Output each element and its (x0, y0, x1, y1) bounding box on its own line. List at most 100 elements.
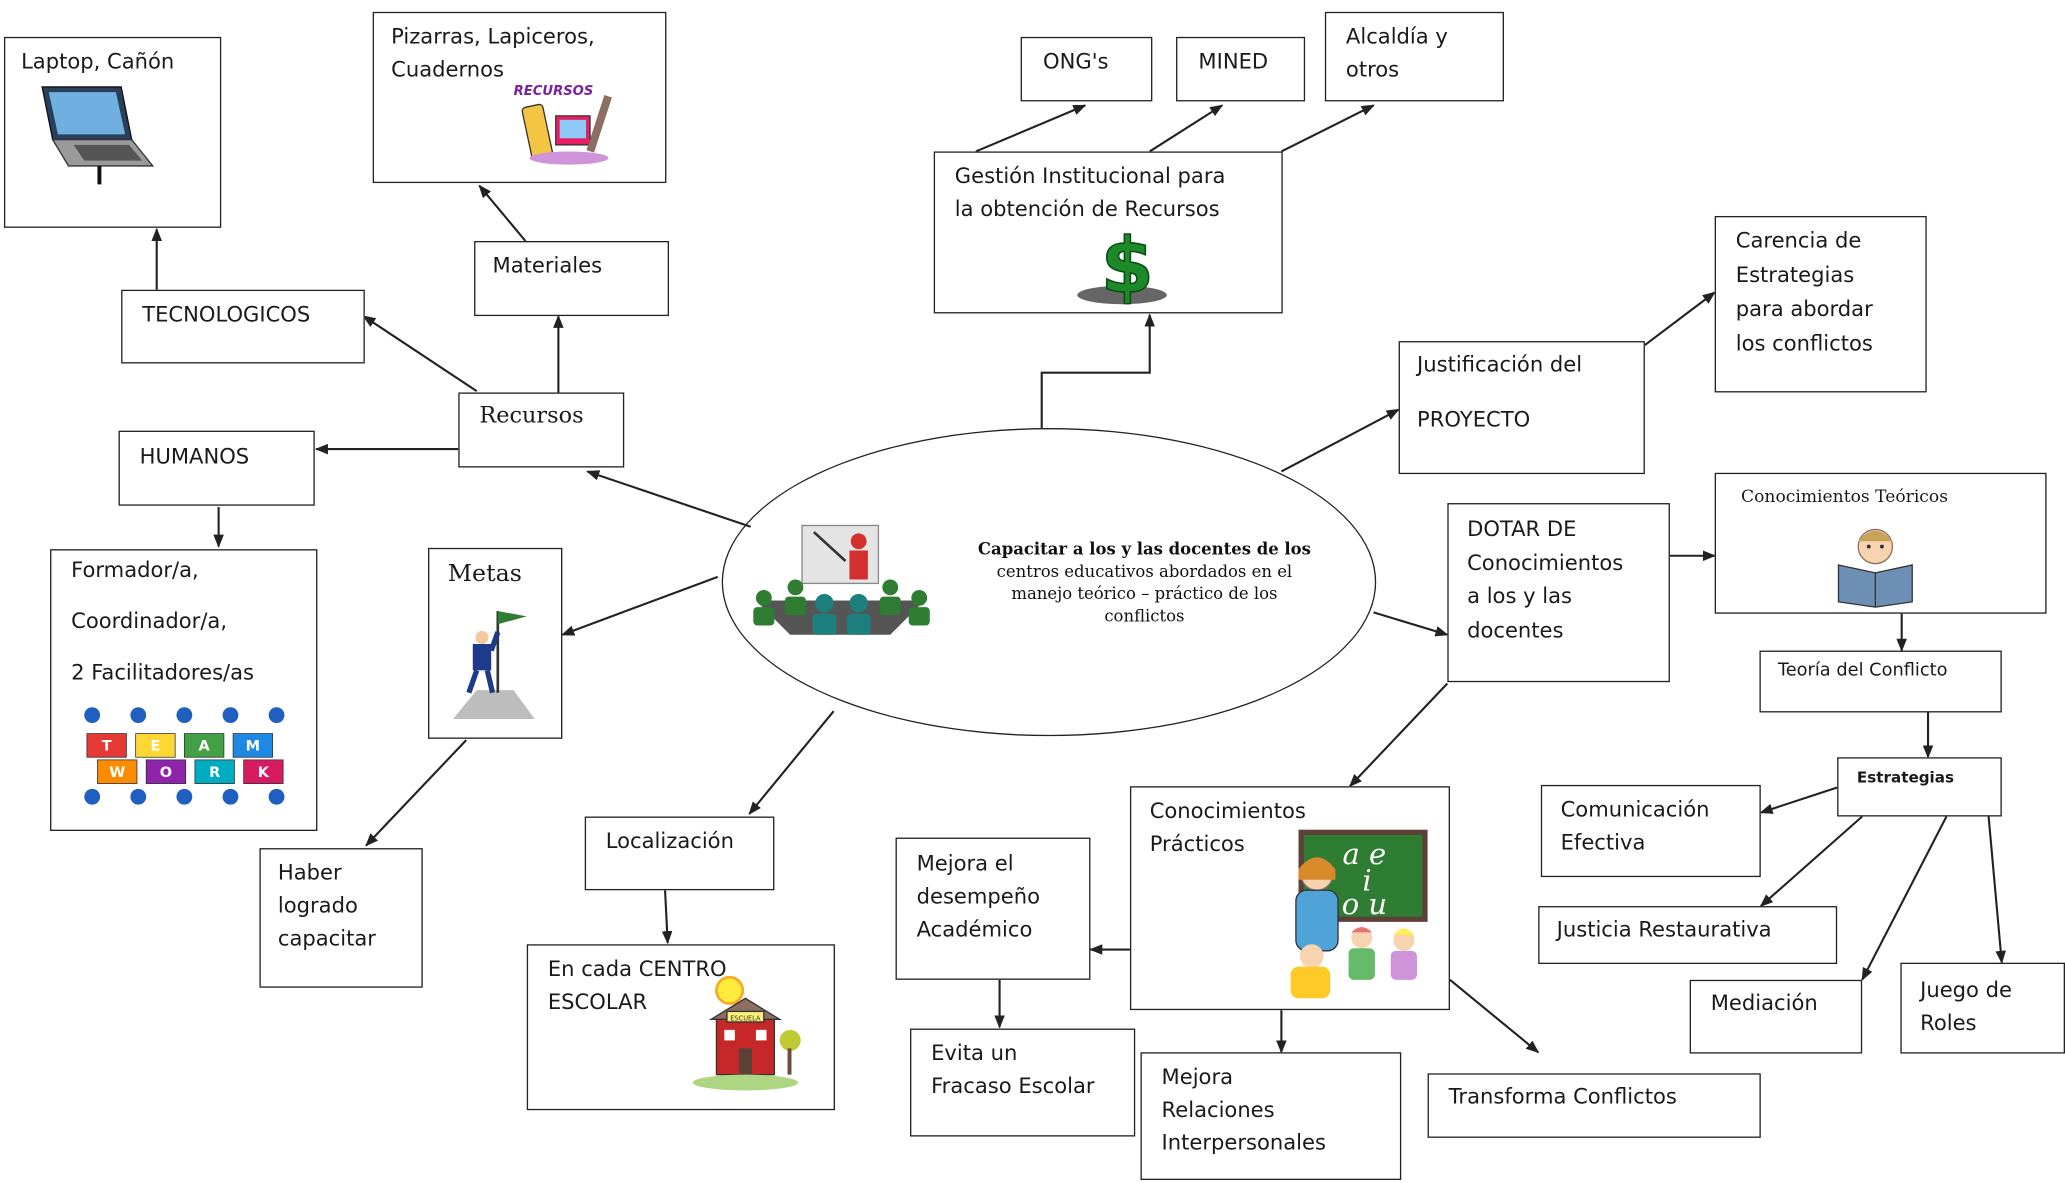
node-juego-label: Juego de Roles (1920, 977, 2012, 1036)
node-mined-label: MINED (1198, 48, 1269, 74)
node-gestion-label: Gestión Institucional para la obtención … (954, 163, 1226, 222)
arrow-gestion-ongs (975, 104, 1087, 153)
puzzle-piece (232, 733, 274, 758)
node-centro-label: En cada CENTRO ESCOLAR (547, 956, 727, 1015)
arrow-gestion-alcaldia (1280, 104, 1375, 153)
node-dotar-label: DOTAR DE Conocimientos a los y las docen… (1467, 516, 1624, 643)
node-tecnologicos (121, 289, 365, 364)
puzzle-letter: K (258, 765, 270, 781)
arrow-center-localizacion (748, 710, 835, 815)
arrow-localizacion-centro (661, 890, 673, 945)
node-humanos (118, 430, 315, 506)
puzzle-piece (243, 759, 284, 784)
puzzle-letter: T (102, 739, 112, 755)
node-juego (1900, 962, 2065, 1054)
person-figure-head (130, 788, 147, 805)
node-teoricos-label: Conocimientos Teóricos (1741, 487, 1948, 508)
node-formador-label: Formador/a, Coordinador/a, 2 Facilitador… (71, 557, 255, 685)
node-tecnologicos-label: TECNOLOGICOS (142, 301, 311, 327)
arrow-metas-haber (365, 739, 467, 847)
person-figure-head (176, 788, 193, 805)
central-title: Capacitar a los y las docentes de los (977, 538, 1311, 559)
arrow-estrategias-comunicacion (1759, 786, 1838, 814)
node-pizarras-label: Pizarras, Lapiceros, Cuadernos (391, 23, 595, 82)
school-sign-text: ESCUELA (730, 1015, 761, 1023)
node-alcaldia (1324, 11, 1504, 102)
node-mejora-relaciones (1140, 1052, 1402, 1180)
node-justificacion (1398, 341, 1645, 475)
person-figure-head (222, 707, 239, 724)
goal-climber-icon (453, 611, 535, 720)
node-transforma-label: Transforma Conflictos (1448, 1083, 1677, 1109)
arrow-center-gestion (1040, 313, 1155, 429)
node-transforma (1427, 1073, 1761, 1138)
arrow-estrategias-mediacion (1861, 816, 1948, 981)
node-comunicacion (1540, 784, 1761, 878)
node-ongs (1020, 36, 1153, 102)
node-recursos-label: Recursos (479, 402, 584, 430)
puzzle-letter: R (209, 765, 220, 781)
arrow-materiales-pizarras (478, 184, 527, 242)
node-ongs-label: ONG's (1043, 48, 1109, 74)
node-carencia (1714, 215, 1927, 393)
node-estrategias-label: Estrategias (1856, 767, 1954, 787)
person-figure-head (84, 788, 101, 805)
node-mediacion (1689, 979, 1863, 1054)
arrow-center-justificacion (1280, 408, 1400, 473)
node-evita (910, 1028, 1136, 1137)
node-mejora-relaciones-label: Mejora Relaciones Interpersonales (1161, 1064, 1326, 1155)
laptop-icon (41, 86, 155, 185)
puzzle-piece (97, 759, 138, 784)
node-teoria-label: Teoría del Conflicto (1777, 659, 1948, 681)
puzzle-letter: E (150, 739, 160, 755)
node-pizarras (372, 11, 667, 184)
node-comunicacion-label: Comunicación Efectiva (1560, 796, 1710, 855)
puzzle-letter: M (246, 739, 260, 755)
central-ellipse (721, 428, 1377, 737)
node-localizacion (584, 816, 775, 891)
node-dotar (1447, 503, 1670, 683)
puzzle-piece (194, 759, 235, 784)
svg-text:$: $ (1101, 222, 1154, 308)
node-alcaldia-label: Alcaldía y otros (1345, 23, 1448, 82)
arrow-center-recursos (586, 470, 752, 528)
node-haber (259, 848, 423, 988)
person-figure-head (130, 707, 147, 724)
node-materiales (474, 241, 670, 317)
person-figure-head (176, 707, 193, 724)
puzzle-piece (145, 759, 187, 784)
node-justicia-label: Justicia Restaurativa (1556, 916, 1772, 942)
puzzle-piece (135, 733, 176, 758)
central-topic: Capacitar a los y las docentes de los ce… (968, 537, 1321, 627)
arrow-estrategias-justicia (1759, 815, 1863, 907)
puzzle-piece (86, 733, 127, 758)
node-localizacion-label: Localización (605, 828, 734, 854)
person-figure-head (222, 788, 239, 805)
node-carencia-label: Carencia de Estrategias para abordar los… (1735, 227, 1873, 356)
node-practicos-label: Conocimientos Prácticos (1149, 798, 1306, 857)
child-reading-icon (1837, 528, 1913, 608)
school-supplies-icon: RECURSOS (514, 84, 612, 165)
supplies-logo-text: RECURSOS (514, 84, 594, 99)
arrow-practicos-transforma (1449, 979, 1540, 1054)
central-body: centros educativos abordados en el manej… (996, 561, 1293, 626)
person-figure-head (268, 788, 285, 805)
node-justificacion-label: Justificación del PROYECTO (1417, 351, 1583, 432)
node-justicia (1538, 906, 1838, 965)
node-humanos-label: HUMANOS (139, 443, 250, 469)
node-metas-label: Metas (447, 559, 522, 588)
node-mediacion-label: Mediación (1710, 990, 1818, 1016)
arrow-dotar-practicos (1348, 682, 1449, 788)
puzzle-letter: O (160, 765, 172, 781)
arrow-center-dotar (1373, 611, 1449, 637)
node-mejora-desempeno-label: Mejora el desempeño Académico (916, 850, 1041, 942)
puzzle-piece (183, 733, 225, 758)
node-mejora-desempeno (895, 837, 1091, 980)
school-building-icon: ESCUELA (692, 975, 801, 1091)
node-formador (50, 549, 318, 832)
classroom-presenter-icon (753, 524, 930, 635)
node-estrategias (1837, 757, 2002, 817)
